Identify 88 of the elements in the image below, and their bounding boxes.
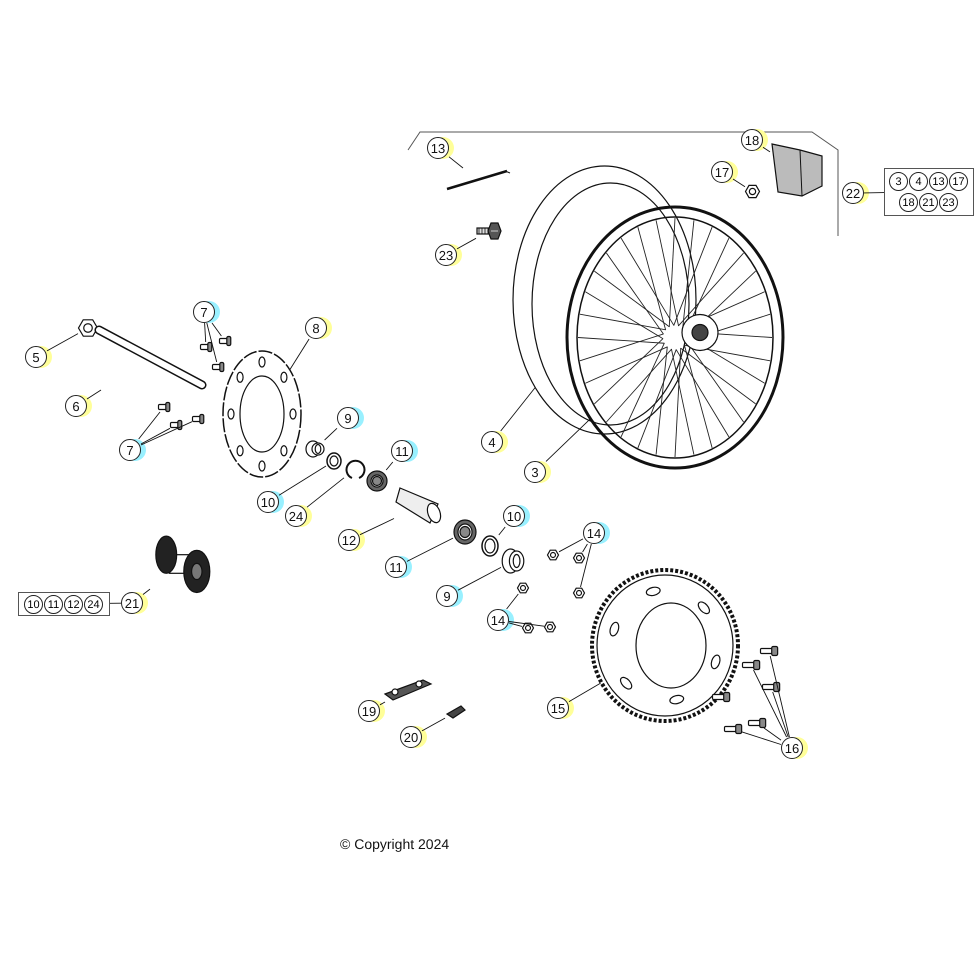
leader-line <box>138 412 160 440</box>
nut-drawing <box>517 582 529 594</box>
leader-line <box>142 588 150 595</box>
leader-line <box>360 518 394 536</box>
bolt-drawing <box>212 362 224 372</box>
ring-drawing <box>481 535 499 557</box>
bolt-drawing <box>200 342 212 352</box>
callout-number: 10 <box>24 595 43 614</box>
bolt-drawing <box>760 646 778 656</box>
leader-line <box>742 731 782 745</box>
leader-line <box>770 656 790 738</box>
leader-line <box>406 538 454 562</box>
leader-line <box>204 322 206 342</box>
leader-line <box>506 594 519 610</box>
nut-drawing <box>547 549 559 561</box>
leader-line <box>568 682 602 702</box>
leader-line <box>546 418 590 462</box>
bolt-drawing <box>219 336 231 346</box>
callout-number: 4 <box>909 172 928 191</box>
leader-line <box>772 692 789 738</box>
leader-line <box>732 178 746 188</box>
leader-line <box>289 338 310 370</box>
callout-number: 24 <box>84 595 103 614</box>
chain-clip-drawing <box>445 704 467 720</box>
brake-disc-drawing <box>222 350 302 478</box>
valve-drawing <box>476 222 502 240</box>
callout-number: 21 <box>919 193 938 212</box>
circlip-drawing <box>344 458 366 480</box>
callout-number: 12 <box>64 595 83 614</box>
rim-lock-drawing <box>770 142 825 198</box>
leader-line <box>498 526 506 536</box>
bolt-drawing <box>724 724 742 734</box>
nut-drawing <box>573 552 585 564</box>
kit-box <box>884 168 974 216</box>
bolt-drawing <box>748 718 766 728</box>
leader-line <box>278 466 326 496</box>
leader-line <box>110 602 122 604</box>
nut-drawing <box>544 621 556 633</box>
axle-drawing <box>95 326 207 390</box>
leader-line <box>508 622 522 627</box>
leader-line <box>306 477 344 508</box>
callout-number: 11 <box>44 595 63 614</box>
nut-drawing <box>78 318 98 338</box>
leader-line <box>46 333 78 352</box>
bolt-drawing <box>742 660 760 670</box>
bolt-drawing <box>158 402 170 412</box>
callout-number: 3 <box>889 172 908 191</box>
bolt-drawing <box>192 414 204 424</box>
leader-line <box>500 387 536 432</box>
sprocket-drawing <box>590 568 740 723</box>
leader-line <box>448 156 464 168</box>
spoke-drawing <box>445 168 511 192</box>
leader-line <box>558 538 584 552</box>
leader-line <box>386 462 394 470</box>
bolt-drawing <box>170 420 182 430</box>
leader-line <box>458 566 502 591</box>
callout-number: 18 <box>899 193 918 212</box>
leader-line <box>582 544 588 552</box>
bearing-drawing <box>453 519 477 545</box>
spacer-drawing <box>305 440 325 458</box>
leader-line <box>764 728 782 741</box>
leader-line <box>212 322 222 336</box>
leader-line <box>422 718 446 732</box>
nut-drawing <box>522 622 534 634</box>
leader-line <box>206 322 218 362</box>
kit-box <box>18 592 110 616</box>
spoked-rim-drawing <box>565 205 785 470</box>
leader-line <box>864 192 884 194</box>
leader-line <box>86 390 102 400</box>
leader-line <box>762 146 770 152</box>
tire-drawing <box>512 165 697 435</box>
spacer-drawing <box>501 548 525 574</box>
callout-number: 17 <box>949 172 968 191</box>
leader-line <box>140 428 170 444</box>
leader-line <box>456 238 476 250</box>
nut-drawing <box>573 587 585 599</box>
callout-number: 23 <box>939 193 958 212</box>
leader-line <box>508 621 544 627</box>
leader-line <box>580 544 592 588</box>
leader-line <box>380 702 386 706</box>
nut-drawing <box>745 184 760 199</box>
callout-number: 13 <box>929 172 948 191</box>
bolt-drawing <box>762 682 780 692</box>
leader-line <box>324 428 338 440</box>
bearing-drawing <box>366 470 388 492</box>
leader-line <box>753 670 788 738</box>
copyright-note: © Copyright 2024 <box>340 836 450 852</box>
ring-drawing <box>326 452 342 470</box>
